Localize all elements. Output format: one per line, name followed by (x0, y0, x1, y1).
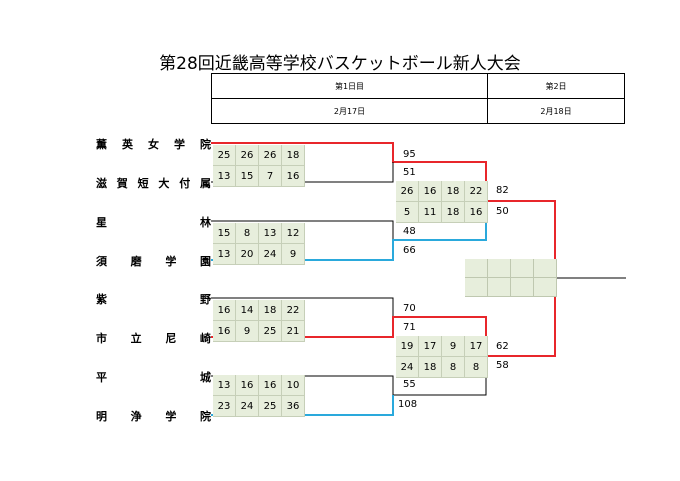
r2-match-2-total-bottom: 58 (496, 360, 509, 371)
team-2: 滋賀短大付属 (96, 177, 211, 190)
r1-match-3-total-top: 70 (403, 303, 416, 314)
r1-match-3-total-bottom: 71 (403, 322, 416, 333)
r2-match-1-total-top: 82 (496, 185, 509, 196)
final-scores (465, 259, 557, 297)
day2-label: 第2日 (487, 73, 625, 99)
team-1: 薫英女学院 (96, 138, 211, 151)
schedule-table: 第1日目 第2日 2月17日 2月18日 (211, 73, 625, 124)
r1-match-1-total-bottom: 51 (403, 167, 416, 178)
team-4: 須磨学園 (96, 255, 211, 268)
r2-match-2-total-top: 62 (496, 341, 509, 352)
r1-match-2-total-top: 48 (403, 226, 416, 237)
day1-date: 2月17日 (211, 98, 488, 124)
r1-match-4-total-bottom: 108 (398, 399, 418, 410)
team-7: 平城 (96, 371, 211, 384)
r1-match-4-total-top: 55 (403, 379, 416, 390)
r1-match-2-total-bottom: 66 (403, 245, 416, 256)
r2-match-1-total-bottom: 50 (496, 206, 509, 217)
day2-date: 2月18日 (487, 98, 625, 124)
team-6: 市立尼崎 (96, 332, 211, 345)
team-5: 紫野 (96, 293, 211, 306)
team-3: 星林 (96, 216, 211, 229)
r1-match-1-total-top: 95 (403, 149, 416, 160)
team-8: 明浄学院 (96, 410, 211, 423)
page-title: 第28回近畿高等学校バスケットボール新人大会 (159, 54, 521, 74)
day1-label: 第1日目 (211, 73, 488, 99)
